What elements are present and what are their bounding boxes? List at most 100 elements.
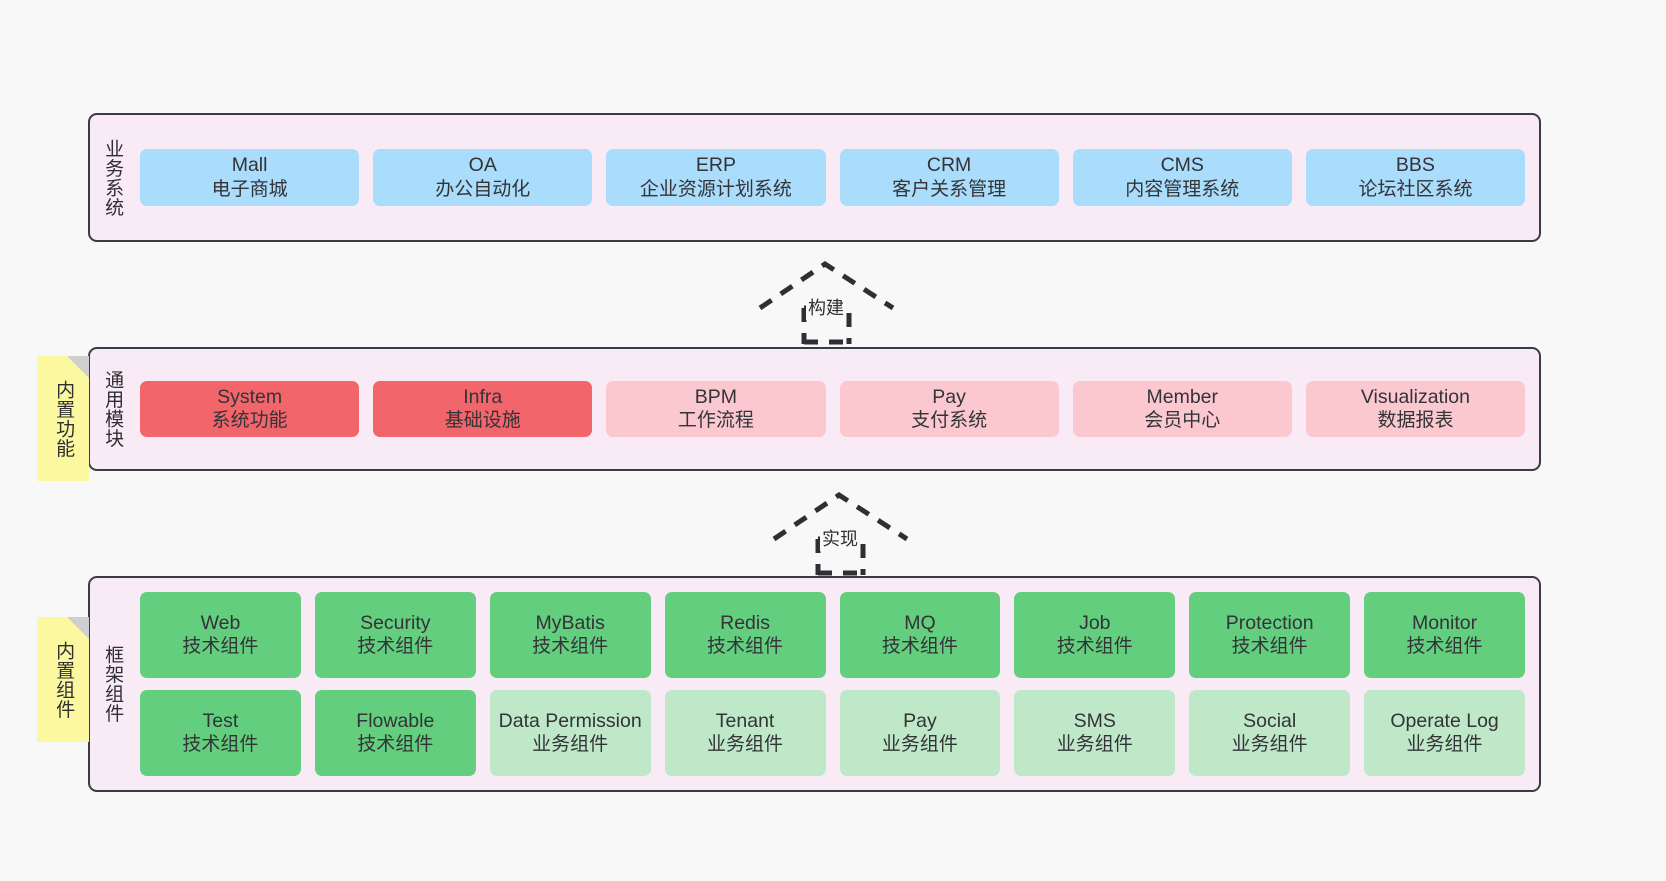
layer-framework-components: 框架组件 Web 技术组件 Security 技术组件 MyBatis 技术组件… bbox=[88, 576, 1541, 792]
layer-body-business-systems: Mall 电子商城 OA 办公自动化 ERP 企业资源计划系统 CRM 客户关系… bbox=[134, 115, 1539, 240]
card-title-en: SMS bbox=[1073, 709, 1116, 732]
layer-business-systems: 业务系统 Mall 电子商城 OA 办公自动化 ERP 企业资源计划系统 CRM… bbox=[88, 113, 1541, 242]
card-job[interactable]: Job 技术组件 bbox=[1014, 592, 1176, 678]
card-title-en: OA bbox=[468, 154, 497, 177]
card-monitor[interactable]: Monitor 技术组件 bbox=[1364, 592, 1525, 678]
card-title-cn: 电子商城 bbox=[211, 178, 288, 200]
card-title-en: Flowable bbox=[356, 709, 435, 732]
card-crm[interactable]: CRM 客户关系管理 bbox=[839, 149, 1059, 206]
sticky-note-label: 内置组件 bbox=[53, 640, 75, 719]
card-bpm[interactable]: BPM 工作流程 bbox=[606, 380, 826, 438]
card-title-en: Protection bbox=[1225, 611, 1314, 634]
card-title-en: Monitor bbox=[1412, 611, 1478, 634]
card-title-cn: 客户关系管理 bbox=[892, 178, 1007, 200]
sticky-note-builtin-components: 内置组件 bbox=[37, 617, 89, 742]
card-title-en: Web bbox=[200, 611, 241, 634]
card-pay-component[interactable]: Pay 业务组件 bbox=[839, 690, 1001, 776]
card-title-cn: 技术组件 bbox=[182, 734, 259, 756]
card-tenant[interactable]: Tenant 业务组件 bbox=[664, 690, 826, 776]
card-title-en: Tenant bbox=[715, 709, 775, 732]
card-title-en: Visualization bbox=[1360, 385, 1471, 408]
card-flowable[interactable]: Flowable 技术组件 bbox=[314, 690, 476, 776]
card-system[interactable]: System 系统功能 bbox=[140, 380, 360, 438]
card-pay-module[interactable]: Pay 支付系统 bbox=[839, 380, 1059, 438]
card-title-cn: 数据报表 bbox=[1377, 410, 1454, 432]
card-title-en: Social bbox=[1243, 709, 1297, 732]
card-title-cn: 业务组件 bbox=[532, 734, 609, 756]
card-title-cn: 基础设施 bbox=[444, 410, 521, 432]
card-title-cn: 支付系统 bbox=[911, 410, 988, 432]
card-title-cn: 业务组件 bbox=[1231, 734, 1308, 756]
card-title-cn: 业务组件 bbox=[1406, 734, 1483, 756]
card-title-en: Redis bbox=[720, 611, 770, 634]
card-title-cn: 企业资源计划系统 bbox=[639, 178, 792, 200]
sticky-note-label: 内置功能 bbox=[53, 379, 75, 458]
card-mall[interactable]: Mall 电子商城 bbox=[140, 149, 360, 206]
card-title-en: ERP bbox=[695, 154, 736, 177]
layer-body-framework-components: Web 技术组件 Security 技术组件 MyBatis 技术组件 Redi… bbox=[134, 578, 1539, 790]
card-title-en: Data Permission bbox=[498, 709, 642, 732]
card-title-cn: 办公自动化 bbox=[435, 178, 531, 200]
card-title-en: MQ bbox=[904, 611, 936, 634]
card-title-cn: 工作流程 bbox=[677, 410, 754, 432]
card-mybatis[interactable]: MyBatis 技术组件 bbox=[489, 592, 651, 678]
card-title-cn: 技术组件 bbox=[707, 636, 784, 658]
card-title-cn: 内容管理系统 bbox=[1125, 178, 1240, 200]
layer-title-business-systems: 业务系统 bbox=[102, 138, 124, 217]
connector-implement: 实现 bbox=[768, 489, 913, 576]
card-title-cn: 业务组件 bbox=[881, 734, 958, 756]
card-title-en: Operate Log bbox=[1390, 709, 1499, 732]
card-title-en: CRM bbox=[926, 154, 972, 177]
card-operate-log[interactable]: Operate Log 业务组件 bbox=[1364, 690, 1525, 776]
card-title-en: Pay bbox=[903, 709, 937, 732]
folded-corner-icon bbox=[67, 356, 89, 378]
card-title-cn: 论坛社区系统 bbox=[1358, 178, 1473, 200]
card-cms[interactable]: CMS 内容管理系统 bbox=[1072, 149, 1292, 206]
card-mq[interactable]: MQ 技术组件 bbox=[839, 592, 1001, 678]
card-title-en: CMS bbox=[1160, 154, 1204, 177]
card-title-en: BBS bbox=[1395, 154, 1435, 177]
card-title-cn: 技术组件 bbox=[881, 636, 958, 658]
card-visualization[interactable]: Visualization 数据报表 bbox=[1305, 380, 1526, 438]
card-test[interactable]: Test 技术组件 bbox=[140, 690, 301, 776]
card-sms[interactable]: SMS 业务组件 bbox=[1014, 690, 1176, 776]
card-data-permission[interactable]: Data Permission 业务组件 bbox=[489, 690, 651, 776]
card-title-en: Member bbox=[1146, 385, 1219, 408]
connector-implement-label: 实现 bbox=[820, 525, 860, 551]
card-erp[interactable]: ERP 企业资源计划系统 bbox=[606, 149, 826, 206]
card-title-en: System bbox=[217, 385, 283, 408]
card-title-en: Job bbox=[1079, 611, 1111, 634]
card-title-en: BPM bbox=[694, 385, 738, 408]
layer-title-framework-components: 框架组件 bbox=[102, 645, 124, 723]
card-social[interactable]: Social 业务组件 bbox=[1189, 690, 1351, 776]
card-redis[interactable]: Redis 技术组件 bbox=[664, 592, 826, 678]
card-title-cn: 技术组件 bbox=[532, 636, 609, 658]
card-security[interactable]: Security 技术组件 bbox=[314, 592, 476, 678]
card-title-cn: 技术组件 bbox=[182, 636, 259, 658]
card-title-cn: 技术组件 bbox=[1056, 636, 1133, 658]
card-infra[interactable]: Infra 基础设施 bbox=[373, 380, 593, 438]
card-title-cn: 会员中心 bbox=[1144, 410, 1221, 432]
card-bbs[interactable]: BBS 论坛社区系统 bbox=[1305, 149, 1526, 206]
card-web[interactable]: Web 技术组件 bbox=[140, 592, 301, 678]
layer-body-common-modules: System 系统功能 Infra 基础设施 BPM 工作流程 Pay 支付系统… bbox=[134, 349, 1539, 469]
card-title-en: Test bbox=[202, 709, 239, 732]
card-title-en: Infra bbox=[463, 385, 503, 408]
layer-title-common-modules: 通用模块 bbox=[102, 370, 124, 448]
card-title-en: Security bbox=[360, 611, 431, 634]
connector-build-label: 构建 bbox=[806, 294, 846, 320]
card-protection[interactable]: Protection 技术组件 bbox=[1189, 592, 1351, 678]
framework-row-business: Test 技术组件 Flowable 技术组件 Data Permission … bbox=[140, 690, 1525, 776]
card-title-cn: 技术组件 bbox=[1231, 636, 1308, 658]
framework-row-technical: Web 技术组件 Security 技术组件 MyBatis 技术组件 Redi… bbox=[140, 592, 1525, 678]
card-oa[interactable]: OA 办公自动化 bbox=[373, 149, 593, 206]
sticky-note-builtin-functions: 内置功能 bbox=[37, 356, 89, 481]
layer-common-modules: 通用模块 System 系统功能 Infra 基础设施 BPM 工作流程 Pay… bbox=[88, 347, 1541, 471]
connector-build: 构建 bbox=[754, 258, 899, 345]
folded-corner-icon bbox=[67, 617, 89, 639]
card-title-en: Mall bbox=[231, 154, 268, 177]
card-member[interactable]: Member 会员中心 bbox=[1072, 380, 1292, 438]
card-title-en: Pay bbox=[932, 385, 966, 408]
card-title-cn: 技术组件 bbox=[1406, 636, 1483, 658]
